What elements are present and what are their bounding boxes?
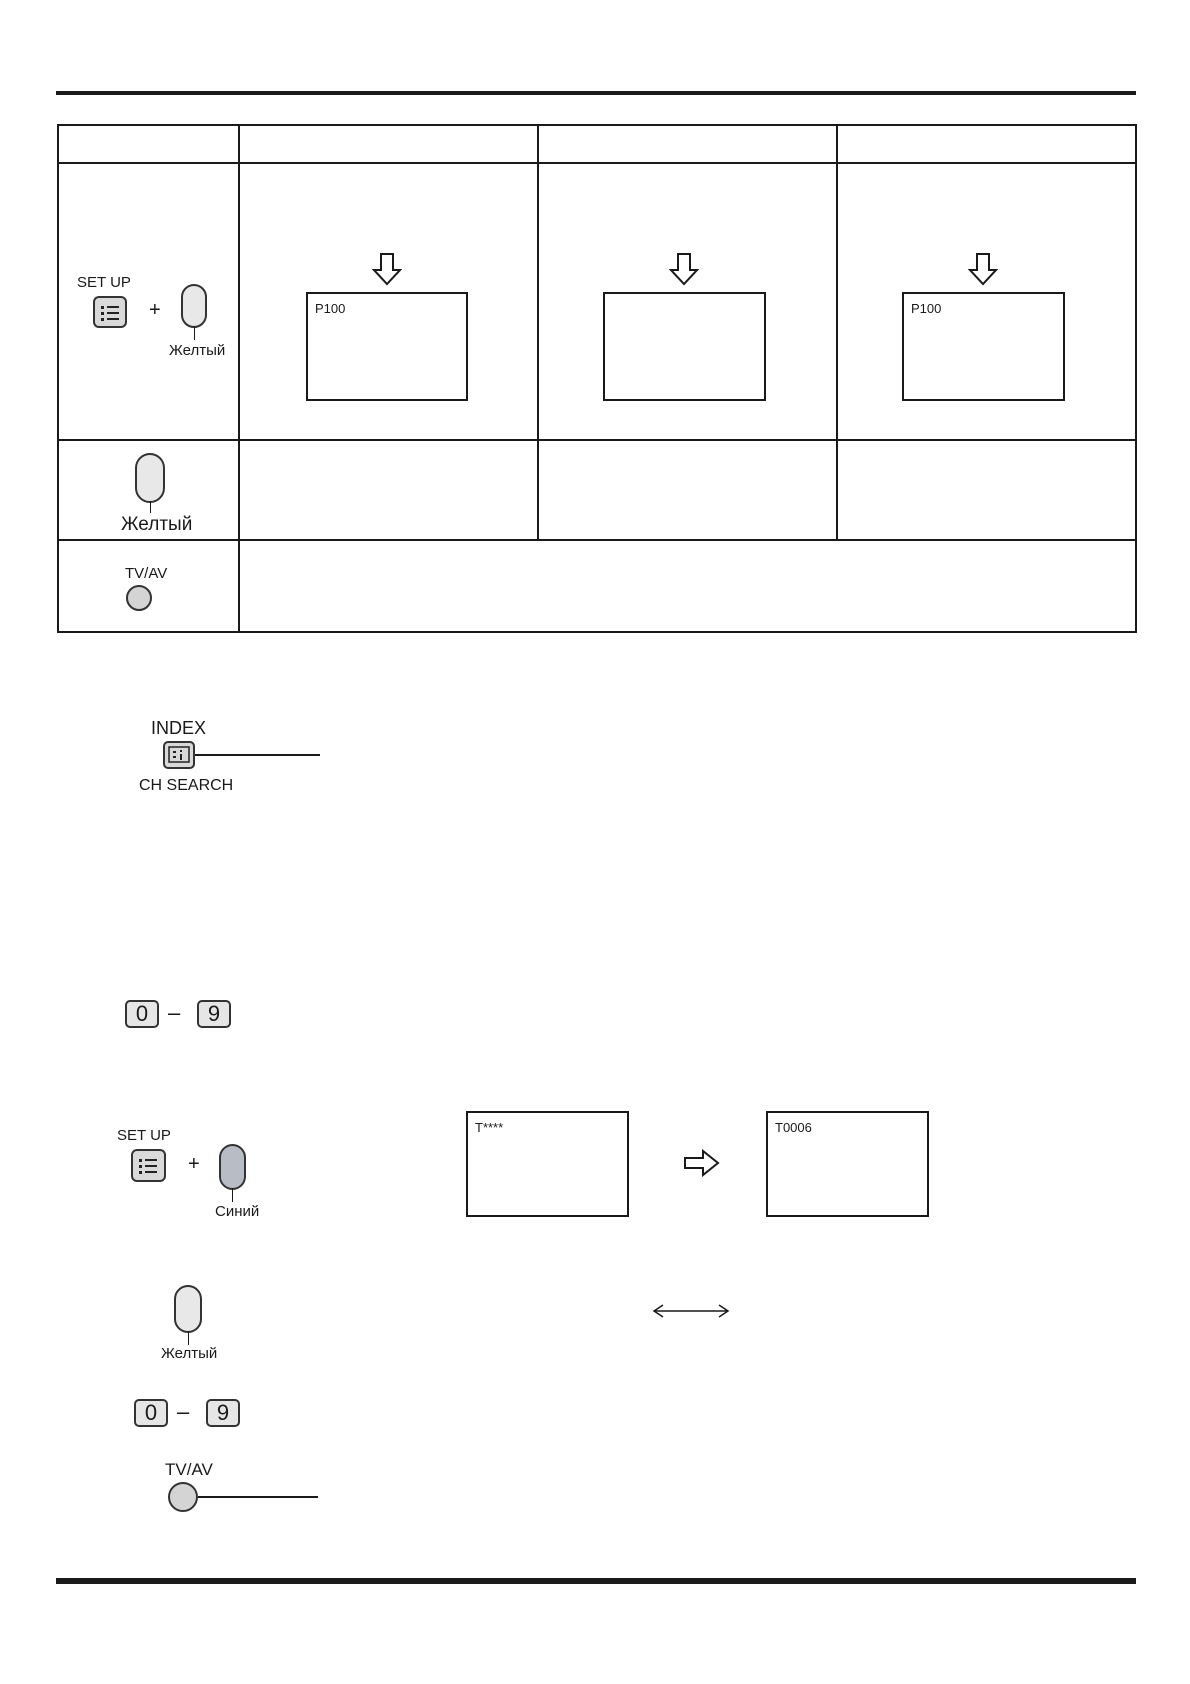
digit-key-9[interactable]: 9	[197, 1000, 231, 1028]
digit-key-0[interactable]: 0	[125, 1000, 159, 1028]
plus-sign: +	[188, 1153, 200, 1175]
table-cell	[238, 124, 539, 164]
table-cell	[238, 539, 1137, 633]
tv-screen: P100	[306, 292, 468, 401]
table-cell: TV/AV	[57, 539, 240, 633]
range-dash: –	[168, 1000, 181, 1025]
button-leader	[232, 1188, 233, 1202]
table-cell: SET UP + Желтый	[57, 162, 240, 441]
table-cell: P100	[238, 162, 539, 441]
index-label: INDEX	[151, 718, 207, 738]
blue-button[interactable]	[219, 1144, 246, 1190]
yellow-label: Желтый	[161, 1345, 218, 1362]
tv-screen-before: T****	[466, 1111, 629, 1217]
table-cell	[537, 162, 838, 441]
setup-label: SET UP	[117, 1127, 171, 1144]
plus-sign: +	[149, 299, 161, 321]
table-cell	[836, 439, 1137, 541]
right-arrow-icon	[684, 1149, 720, 1177]
table-cell	[57, 124, 240, 164]
down-arrow-icon	[669, 253, 699, 286]
tvav-button[interactable]	[126, 585, 152, 611]
table-cell	[537, 439, 838, 541]
screen-code: T0006	[775, 1120, 812, 1135]
setup-label: SET UP	[77, 274, 131, 291]
digit-key-9[interactable]: 9	[206, 1399, 240, 1427]
table-row-tvav: TV/AV	[57, 539, 1137, 633]
menu-list-icon	[139, 1159, 157, 1174]
table-header-row	[57, 124, 1137, 164]
digit-key-0[interactable]: 0	[134, 1399, 168, 1427]
table-cell: P100	[836, 162, 1137, 441]
button-leader	[194, 326, 195, 340]
yellow-button[interactable]	[181, 284, 207, 328]
ch-search-label: CH SEARCH	[139, 777, 234, 794]
tvav-leader-line	[198, 1496, 318, 1498]
double-arrow-icon	[652, 1304, 730, 1318]
screen-page-number: P100	[911, 301, 942, 316]
index-icon	[168, 746, 190, 763]
tv-screen-after: T0006	[766, 1111, 929, 1217]
table-cell	[537, 124, 838, 164]
index-button[interactable]	[163, 741, 195, 769]
range-dash: –	[177, 1399, 190, 1424]
yellow-label: Желтый	[121, 514, 193, 535]
tv-screen	[603, 292, 766, 401]
setup-button[interactable]	[93, 296, 127, 328]
down-arrow-icon	[372, 253, 402, 286]
yellow-button[interactable]	[174, 1285, 202, 1333]
down-arrow-icon	[968, 253, 998, 286]
button-leader	[150, 501, 151, 513]
header-rule	[56, 91, 1136, 95]
table-row-setup-yellow: SET UP + Желтый P100	[57, 162, 1137, 441]
tvav-label: TV/AV	[125, 565, 168, 582]
blue-label: Синий	[215, 1203, 260, 1220]
operations-table: SET UP + Желтый P100	[57, 124, 1137, 633]
button-leader	[188, 1331, 189, 1345]
tvav-label: TV/AV	[165, 1460, 213, 1479]
menu-list-icon	[101, 306, 119, 321]
table-cell	[238, 439, 539, 541]
table-row-yellow: Желтый	[57, 439, 1137, 541]
screen-code: T****	[475, 1120, 504, 1135]
yellow-button[interactable]	[135, 453, 165, 503]
setup-button[interactable]	[131, 1149, 166, 1182]
table-cell	[836, 124, 1137, 164]
table-cell: Желтый	[57, 439, 240, 541]
yellow-label: Желтый	[169, 342, 226, 359]
tv-screen: P100	[902, 292, 1065, 401]
screen-page-number: P100	[315, 301, 346, 316]
footer-rule	[56, 1578, 1136, 1584]
index-leader-line	[195, 754, 320, 756]
tvav-button[interactable]	[168, 1482, 198, 1512]
